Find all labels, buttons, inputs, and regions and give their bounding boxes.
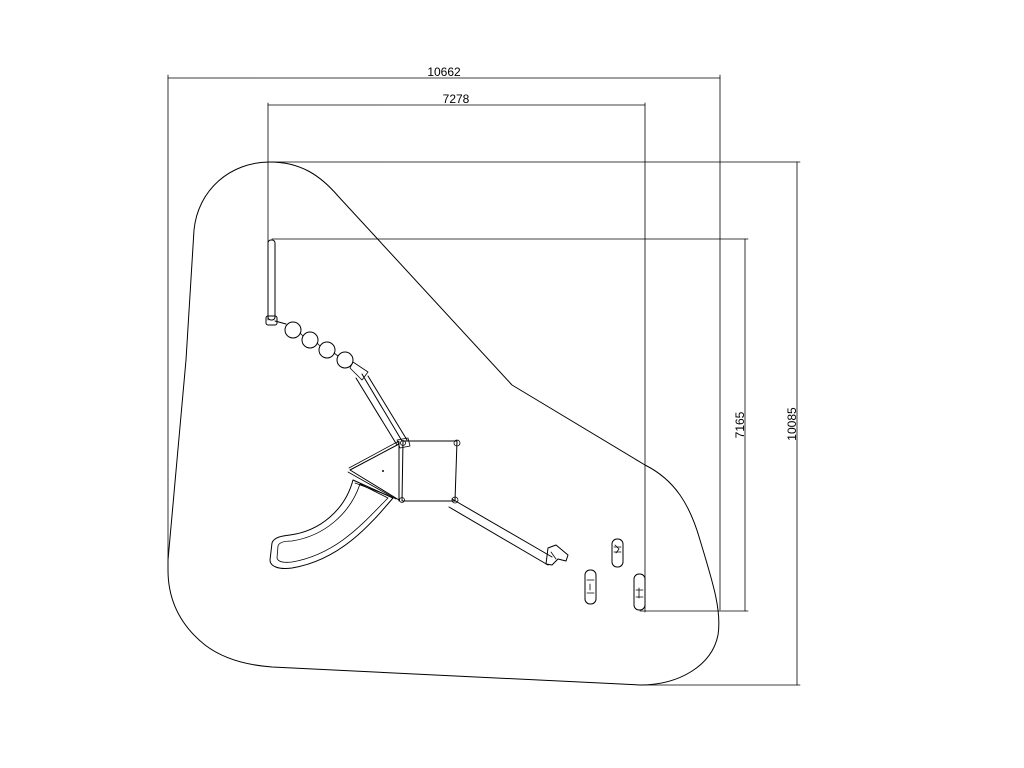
marker-dot bbox=[381, 469, 384, 472]
ramp-rail bbox=[367, 375, 408, 441]
ramp-lower bbox=[448, 498, 569, 566]
rider-body bbox=[584, 569, 597, 605]
spring-rider-1 bbox=[611, 538, 624, 568]
slide-outer-edge bbox=[269, 479, 394, 569]
spring-rider-3 bbox=[633, 573, 646, 611]
ramp-rail bbox=[355, 377, 398, 446]
rider-body bbox=[611, 538, 624, 568]
ramp-rail bbox=[361, 373, 403, 442]
ramp-upper bbox=[355, 373, 411, 449]
sphere bbox=[301, 331, 319, 349]
slide-entry-triangle bbox=[349, 443, 400, 501]
dimension-equipment-width: 7278 bbox=[267, 92, 646, 613]
slide-top-lip bbox=[354, 482, 388, 496]
overall-width-label: 10662 bbox=[427, 65, 461, 79]
sphere bbox=[336, 351, 354, 369]
vertical-pole bbox=[265, 239, 278, 326]
equipment-depth-label: 7165 bbox=[733, 411, 747, 438]
platform bbox=[398, 439, 461, 504]
sphere bbox=[318, 341, 336, 359]
chain-connector bbox=[274, 320, 287, 325]
pole-base bbox=[265, 315, 278, 326]
ramp-rail bbox=[448, 506, 549, 566]
chain-end-bracket bbox=[349, 361, 369, 381]
spring-rider-2 bbox=[584, 569, 597, 605]
overall-depth-label: 10085 bbox=[785, 407, 799, 441]
corner-post bbox=[451, 496, 459, 504]
slide-entry bbox=[347, 440, 400, 501]
chain-link bbox=[299, 332, 304, 337]
ramp-rail bbox=[451, 498, 553, 558]
chain-link bbox=[316, 342, 321, 347]
corner-post bbox=[453, 439, 461, 447]
slide-inner-edge bbox=[276, 483, 389, 563]
equipment-width-label: 7278 bbox=[443, 92, 470, 106]
ramp-end-detail bbox=[550, 551, 557, 560]
slide-entry-edge bbox=[348, 440, 400, 469]
slide-entry-edge bbox=[347, 471, 397, 500]
ramp-end bbox=[545, 544, 569, 566]
sphere bbox=[284, 321, 302, 339]
corner-post bbox=[400, 440, 406, 446]
safety-zone-outline bbox=[167, 161, 720, 686]
dimension-overall-width: 10662 bbox=[167, 65, 721, 611]
dimension-overall-depth: 10085 bbox=[269, 161, 801, 686]
chain-link bbox=[333, 352, 339, 357]
rider-detail bbox=[614, 544, 620, 554]
ball-chain bbox=[284, 321, 369, 381]
pole-body bbox=[267, 239, 276, 321]
rider-body bbox=[633, 573, 646, 611]
platform-deck bbox=[401, 440, 458, 502]
dimension-equipment-depth: 7165 bbox=[271, 238, 749, 612]
curved-slide bbox=[269, 479, 394, 569]
